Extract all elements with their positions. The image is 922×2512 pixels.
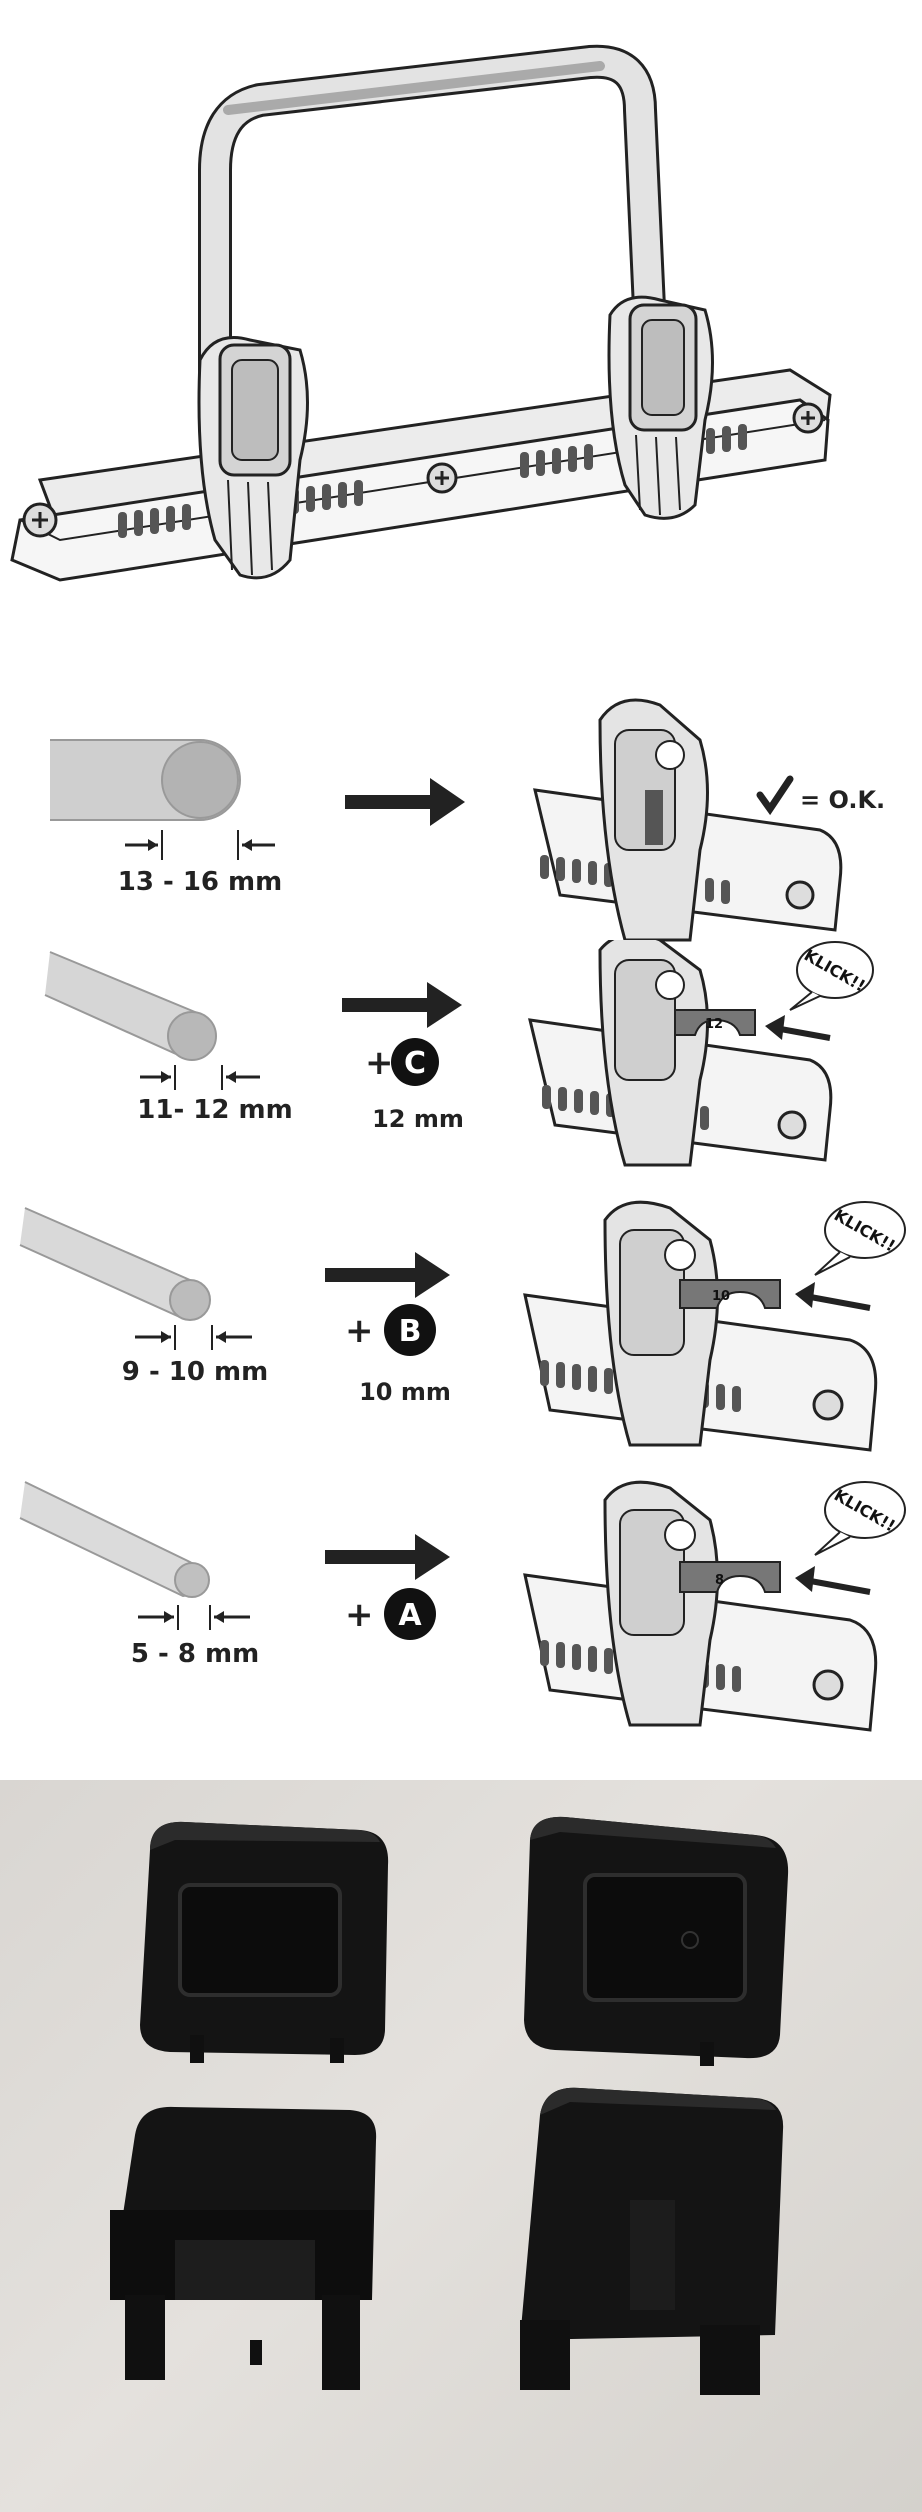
screw-icon	[426, 462, 458, 494]
size-label: 13 - 16 mm	[118, 867, 283, 897]
klick-speech-bubble: KLICK!!	[814, 1201, 906, 1276]
black-insert-top-left	[140, 1821, 389, 2063]
dimension-arrows	[125, 830, 275, 860]
pointer-arrow-icon	[795, 1566, 871, 1595]
adapter-size-guide: 13 - 16 mm	[0, 640, 922, 1780]
plus-sign: +	[345, 1595, 374, 1635]
adapter-letter: B	[399, 1314, 422, 1349]
screw-icon	[792, 402, 824, 434]
tube-cross-section	[50, 739, 241, 821]
screw-icon	[22, 502, 58, 538]
mount-assembly-illustration	[0, 0, 922, 640]
black-insert-top-right	[524, 1816, 789, 2066]
arrow-right-icon	[325, 1534, 450, 1580]
mount-assembly-drawing	[10, 44, 832, 582]
tube-cross-section	[44, 951, 217, 1061]
clamp-closeup: 10	[523, 1200, 878, 1452]
size-row-11-12: 11- 12 mm + C 12 mm 12	[0, 940, 922, 1210]
right-clamp	[607, 295, 714, 520]
plus-sign: +	[365, 1043, 394, 1083]
size-label: 5 - 8 mm	[131, 1639, 259, 1669]
adapter-letter: A	[398, 1598, 422, 1633]
check-icon	[756, 775, 794, 816]
dimension-arrows	[140, 1065, 260, 1090]
arrow-right-icon	[342, 982, 462, 1028]
black-insert-bottom-left	[110, 2106, 377, 2390]
clamp-closeup: 12	[528, 940, 833, 1167]
size-row-9-10: 9 - 10 mm + B 10 mm	[0, 1200, 922, 1470]
klick-speech-bubble: KLICK!!	[814, 1481, 906, 1556]
ok-label: = O.K.	[800, 786, 885, 814]
size-row-5-8: 5 - 8 mm + A	[0, 1480, 922, 1750]
size-row-13-16: 13 - 16 mm	[0, 680, 922, 950]
adapter-inserts-photo	[0, 1780, 922, 2512]
adapter-mm-label: 10 mm	[359, 1378, 451, 1406]
clamp-closeup	[533, 698, 843, 942]
dimension-arrows	[138, 1605, 250, 1630]
adapter-b-badge	[384, 1304, 436, 1356]
klick-speech-bubble: KLICK!!	[789, 941, 874, 1011]
insert-number: 12	[705, 1017, 723, 1032]
clamp-closeup: 8	[523, 1480, 878, 1732]
pointer-arrow-icon	[795, 1282, 871, 1311]
size-label: 11- 12 mm	[137, 1095, 292, 1125]
size-label: 9 - 10 mm	[122, 1357, 268, 1387]
arrow-right-icon	[345, 778, 465, 826]
adapter-c-badge	[391, 1038, 439, 1086]
insert-number: 10	[712, 1289, 730, 1304]
pointer-arrow-icon	[765, 1015, 831, 1041]
tube-cross-section	[19, 1207, 211, 1321]
tube-cross-section	[19, 1481, 210, 1598]
adapter-mm-label: 12 mm	[372, 1105, 464, 1133]
adapter-letter: C	[404, 1046, 426, 1081]
black-insert-bottom-right	[520, 2087, 784, 2395]
left-clamp	[197, 336, 309, 580]
arrow-right-icon	[325, 1252, 450, 1298]
insert-number: 8	[715, 1573, 724, 1588]
dimension-arrows	[135, 1325, 252, 1350]
plus-sign: +	[345, 1311, 374, 1351]
adapter-a-badge	[384, 1588, 436, 1640]
